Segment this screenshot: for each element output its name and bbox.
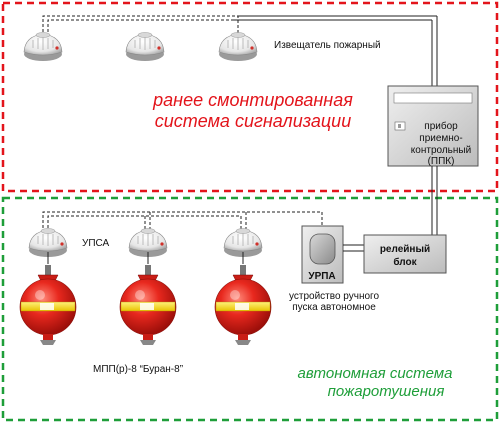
urpa-label: УРПА <box>308 271 335 282</box>
existing-system-title-line2: система сигнализации <box>155 111 351 131</box>
ppk-line4: (ППК) <box>428 156 455 167</box>
detector-label: Извещатель пожарный <box>274 40 381 51</box>
relay-block: релейный блок <box>363 234 447 274</box>
detector-loop-wire <box>42 15 239 37</box>
smoke-detector-icon <box>218 32 258 62</box>
smoke-detector-icon <box>125 32 165 62</box>
existing-alarm-system-zone <box>1 1 499 193</box>
smoke-detector-icon <box>23 32 63 62</box>
ppk-line1: прибор <box>424 120 458 132</box>
ppk-line2: приемно- <box>419 133 462 144</box>
autonomous-system-title-line2: пожаротушения <box>328 383 445 400</box>
ppk-panel: прибор приемно- контрольный (ППК) <box>387 85 479 167</box>
fire-extinguisher-module-icon <box>214 264 272 346</box>
relay-line2: блок <box>393 256 417 268</box>
autonomous-system-title-line1: автономная система <box>298 365 453 382</box>
urpa-caption-line2: пуска автономное <box>292 302 376 313</box>
fire-extinguisher-module-icon <box>19 264 77 346</box>
upsa-loop-wire <box>42 211 323 233</box>
ppk-line3: контрольный <box>411 145 471 156</box>
existing-system-title-line1: ранее смонтированная <box>152 90 353 110</box>
urpa-caption-line1: устройство ручного <box>289 291 379 302</box>
upsa-label: УПСА <box>82 238 110 249</box>
autonomous-extinguishing-zone <box>1 196 499 422</box>
detector-loop-wire-inner <box>47 19 233 37</box>
relay-line1: релейный <box>380 244 430 255</box>
extinguisher-label: МПП(р)-8 “Буран-8” <box>93 364 183 375</box>
fire-extinguisher-module-icon <box>119 264 177 346</box>
urpa-device: УРПА <box>301 225 344 284</box>
manual-start-button-icon <box>309 233 336 265</box>
